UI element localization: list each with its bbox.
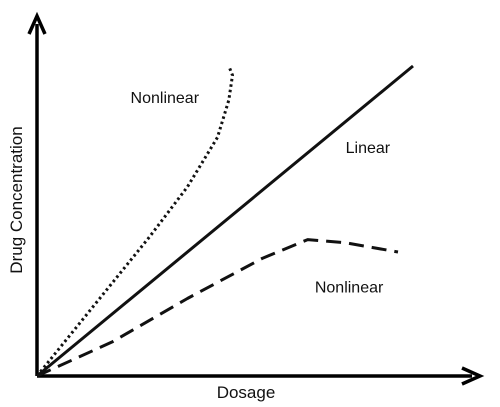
- x-axis-arrowhead: [461, 366, 485, 386]
- axes: [27, 11, 485, 386]
- series-layer: [35, 64, 414, 378]
- series-line-dotted: [35, 65, 234, 377]
- annotation-label-1: Nonlinear: [131, 90, 200, 107]
- annotation-label-2: Linear: [346, 140, 391, 157]
- x-axis-label: Dosage: [217, 383, 276, 402]
- series-line-solid: [36, 64, 414, 378]
- y-axis-arrowhead: [27, 11, 47, 35]
- annotation-label-3: Nonlinear: [315, 279, 384, 296]
- y-axis-label: Drug Concentration: [7, 126, 26, 273]
- series-line-dashed: [36, 238, 399, 378]
